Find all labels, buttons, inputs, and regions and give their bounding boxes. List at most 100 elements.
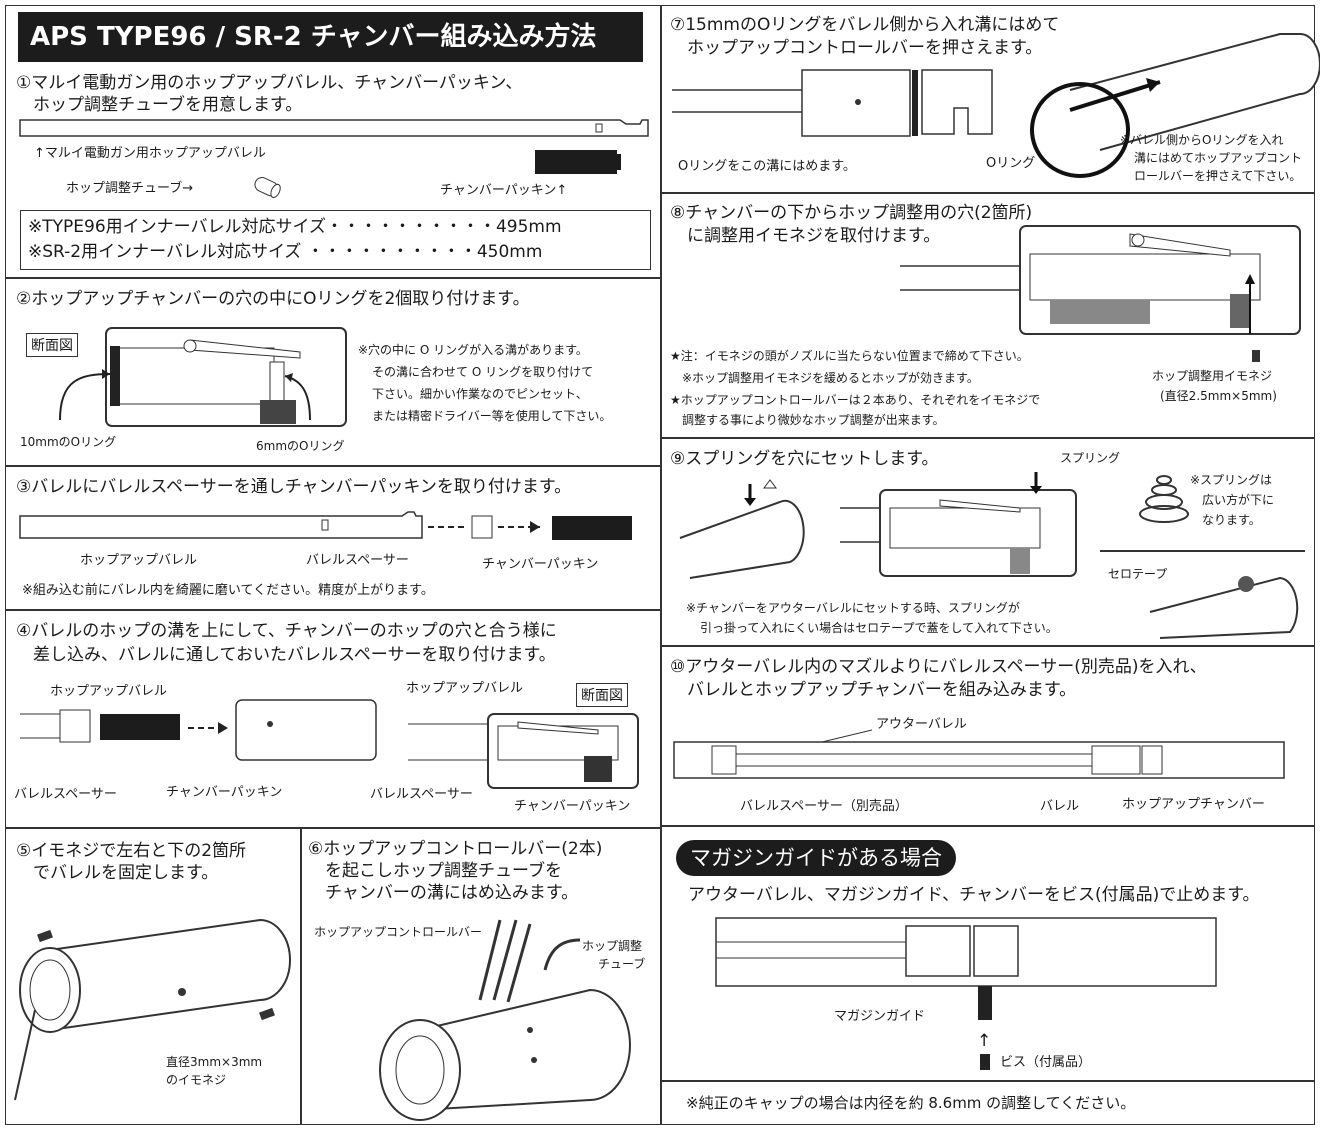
step8-screw-label-line1: ホップ調整用イモネジ xyxy=(1152,369,1273,383)
step7-oring-illustration xyxy=(1030,33,1320,178)
step4-section-label: 断面図 xyxy=(576,683,628,707)
step1-heading-line1: ①マルイ電動ガン用のホップアップバレル、チャンバーパッキン、 xyxy=(16,73,523,93)
step4-packing-label-1: チャンバーパッキン xyxy=(166,785,283,800)
step2-note-line1: ※穴の中に O リングが入る溝があります。 xyxy=(358,343,588,357)
magazine-guide-title: マガジンガイドがある場合 xyxy=(676,840,956,876)
step3-packing-label: チャンバーパッキン xyxy=(482,557,599,572)
step6-chamber-illustration xyxy=(379,919,631,1121)
step1-packing-label: チャンバーパッキン↑ xyxy=(440,183,568,198)
step8-chamber-section xyxy=(900,225,1301,335)
magazine-divider xyxy=(661,1080,1315,1082)
step3-heading: ③バレルにバレルスペーサーを通しチャンバーパッキンを取り付けます。 xyxy=(16,477,572,497)
spring-icon xyxy=(1139,475,1189,523)
step2-heading: ②ホップアップチャンバーの穴の中にOリングを2個取り付けます。 xyxy=(16,289,530,309)
step9-note-line2: 引っ掛って入れにくい場合はセロテープで蓋をして入れて下さい。 xyxy=(700,621,1058,635)
step9-chamber-left xyxy=(679,479,805,579)
step1-barrel-label: ↑マルイ電動ガン用ホップアップバレル xyxy=(34,146,266,161)
step5-chamber-illustration xyxy=(14,918,291,1101)
step8-note-line2: ※ホップ調整用イモネジを緩めるとホップが効きます。 xyxy=(670,371,979,385)
step9-divider xyxy=(1100,550,1305,552)
step3-spacer-label: バレルスペーサー xyxy=(306,553,409,568)
step2-arrows xyxy=(59,369,311,421)
magazine-guide-text: アウターバレル、マガジンガイド、チャンバーをビス(付属品)で止めます。 xyxy=(688,885,1260,905)
step9-tape-illustration xyxy=(1149,576,1299,639)
step8-screw-label-line2: (直径2.5mm×5mm) xyxy=(1160,389,1277,403)
step5-heading-line2: でバレルを固定します。 xyxy=(16,863,219,883)
size-table xyxy=(20,210,651,270)
step2-note-line3: 下さい。細かい作業なのでピンセット、 xyxy=(372,387,588,401)
step8-heading-line1: ⑧チャンバーの下からホップ調整用の穴(2箇所) xyxy=(670,203,1033,223)
step2-note-line4: または精密ドライバー等を使用して下さい。 xyxy=(372,409,612,423)
step10-heading-line2: バレルとホップアップチャンバーを組み込みます。 xyxy=(670,680,1077,700)
step9-spring-note-line2: 広い方が下に xyxy=(1202,493,1275,507)
step2-note-line2: その溝に合わせて O リングを取り付けて xyxy=(372,365,594,379)
step4-spacer-label-1: バレルスペーサー xyxy=(14,787,117,802)
page-title: APS TYPE96 / SR-2 チャンバー組み込み方法 xyxy=(18,12,643,62)
step9-heading: ⑨スプリングを穴にセットします。 xyxy=(670,449,939,469)
step3-barrel-label: ホップアップバレル xyxy=(80,553,198,568)
step6-heading-line3: チャンバーの溝にはめ込みます。 xyxy=(308,883,579,903)
step7-chamber-side xyxy=(672,69,993,137)
magazine-note: ※純正のキャップの場合は内径を約 8.6mm の調整してください。 xyxy=(686,1094,1136,1112)
step9-spring-note-line1: ※スプリングは xyxy=(1190,473,1273,487)
step4-section-diagram xyxy=(408,713,639,789)
step10-chamber-label: ホップアップチャンバー xyxy=(1122,797,1265,812)
step9-tape-label: セロテープ xyxy=(1108,567,1168,581)
step3-note: ※組み込む前にバレル内を綺麗に磨いてください。精度が上がります。 xyxy=(22,583,434,598)
step4-left-assembly xyxy=(20,699,377,761)
step7-groove-label: Oリングをこの溝にはめます。 xyxy=(678,159,856,174)
step3-assembly xyxy=(19,511,632,540)
oring-6mm-label: 6mmのOリング xyxy=(256,439,345,453)
step8-heading-line2: に調整用イモネジを取付けます。 xyxy=(670,226,941,246)
hop-barrel-illustration xyxy=(19,119,649,137)
step6-heading-line2: を起こしホップ調整チューブを xyxy=(308,861,562,881)
step8-note-line4: 調整する事により微妙なホップ調整が出来ます。 xyxy=(670,413,945,427)
step6-tube-label-line1: ホップ調整 xyxy=(582,939,643,953)
step7-heading-line2: ホップアップコントロールバーを押さえます。 xyxy=(670,38,1043,58)
hop-tube-icon xyxy=(254,177,281,198)
step8-note-line1: ★注：イモネジの頭がノズルに当たらない位置まで締めて下さい。 xyxy=(670,349,1029,363)
step4-spacer-label-2: バレルスペーサー xyxy=(370,787,473,802)
step9-note-line1: ※チャンバーをアウターバレルにセットする時、スプリングが xyxy=(686,601,1020,615)
step7-note-line2: 溝にはめてホップアップコント xyxy=(1134,151,1303,165)
step4-heading-line2: 差し込み、バレルに通しておいたバレルスペーサーを取り付けます。 xyxy=(16,645,556,665)
chamber-section-diagram xyxy=(105,327,347,427)
screw-arrow: ↑ xyxy=(977,1031,992,1051)
magazine-guide-assembly xyxy=(715,917,1217,1020)
oring-10mm-label: 10mmのOリング xyxy=(20,435,117,449)
step6-tube-label-line2: チューブ xyxy=(598,957,646,971)
magazine-screw-label: ビス（付属品） xyxy=(1000,1055,1092,1070)
step1-heading-line2: ホップ調整チューブを用意します。 xyxy=(16,95,303,115)
step10-spacer-label: バレルスペーサー（別売品） xyxy=(740,799,908,814)
chamber-packing-icon xyxy=(535,150,621,174)
step4-barrel-label-2: ホップアップバレル xyxy=(406,681,524,696)
step10-barrel-label: バレル xyxy=(1040,799,1080,814)
step6-bar-label: ホップアップコントロールバー xyxy=(314,925,483,939)
step4-packing-label-2: チャンバーパッキン xyxy=(514,799,631,814)
step5-heading-line1: ⑤イモネジで左右と下の2箇所 xyxy=(16,841,247,861)
step8-note-line3: ★ホップアップコントロールバーは２本あり、それぞれをイモネジで xyxy=(670,393,1041,407)
size-type96: ※TYPE96用インナーバレル対応サイズ・・・・・・・・・・495mm xyxy=(28,217,562,237)
step5-screw-note-line1: 直径3mm×3mm xyxy=(166,1055,263,1069)
step9-chamber-section xyxy=(840,472,1077,577)
step7-note-line1: ※バレル側からOリングを入れ xyxy=(1120,133,1284,147)
step6-heading-line1: ⑥ホップアップコントロールバー(2本) xyxy=(308,839,603,859)
screw-icon xyxy=(980,1054,990,1070)
step2-section-label: 断面図 xyxy=(26,333,78,357)
size-sr2: ※SR-2用インナーバレル対応サイズ ・・・・・・・・・・450mm xyxy=(28,242,543,262)
hop-adjust-screw-icon xyxy=(1252,350,1260,362)
step4-heading-line1: ④バレルのホップの溝を上にして、チャンバーのホップの穴と合う様に xyxy=(16,621,557,641)
step10-heading-line1: ⑩アウターバレル内のマズルよりにバレルスペーサー(別売品)を入れ、 xyxy=(670,657,1207,677)
section-10 xyxy=(661,646,1315,826)
step10-barrel-assembly xyxy=(673,729,1285,779)
step9-spring-label: スプリング xyxy=(1060,451,1121,465)
step9-spring-note-line3: なります。 xyxy=(1202,513,1261,527)
step5-screw-note-line2: のイモネジ xyxy=(166,1073,227,1087)
step1-tube-label: ホップ調整チューブ→ xyxy=(66,181,194,196)
step10-outer-label: アウターバレル xyxy=(876,717,967,732)
step7-note-line3: ロールバーを押さえて下さい。 xyxy=(1134,169,1302,183)
step7-oring-label: Oリング xyxy=(986,156,1036,171)
magazine-guide-label: マガジンガイド xyxy=(834,1009,926,1024)
step7-heading-line1: ⑦15mmのOリングをバレル側から入れ溝にはめて xyxy=(670,15,1060,35)
step4-barrel-label-1: ホップアップバレル xyxy=(50,684,168,699)
